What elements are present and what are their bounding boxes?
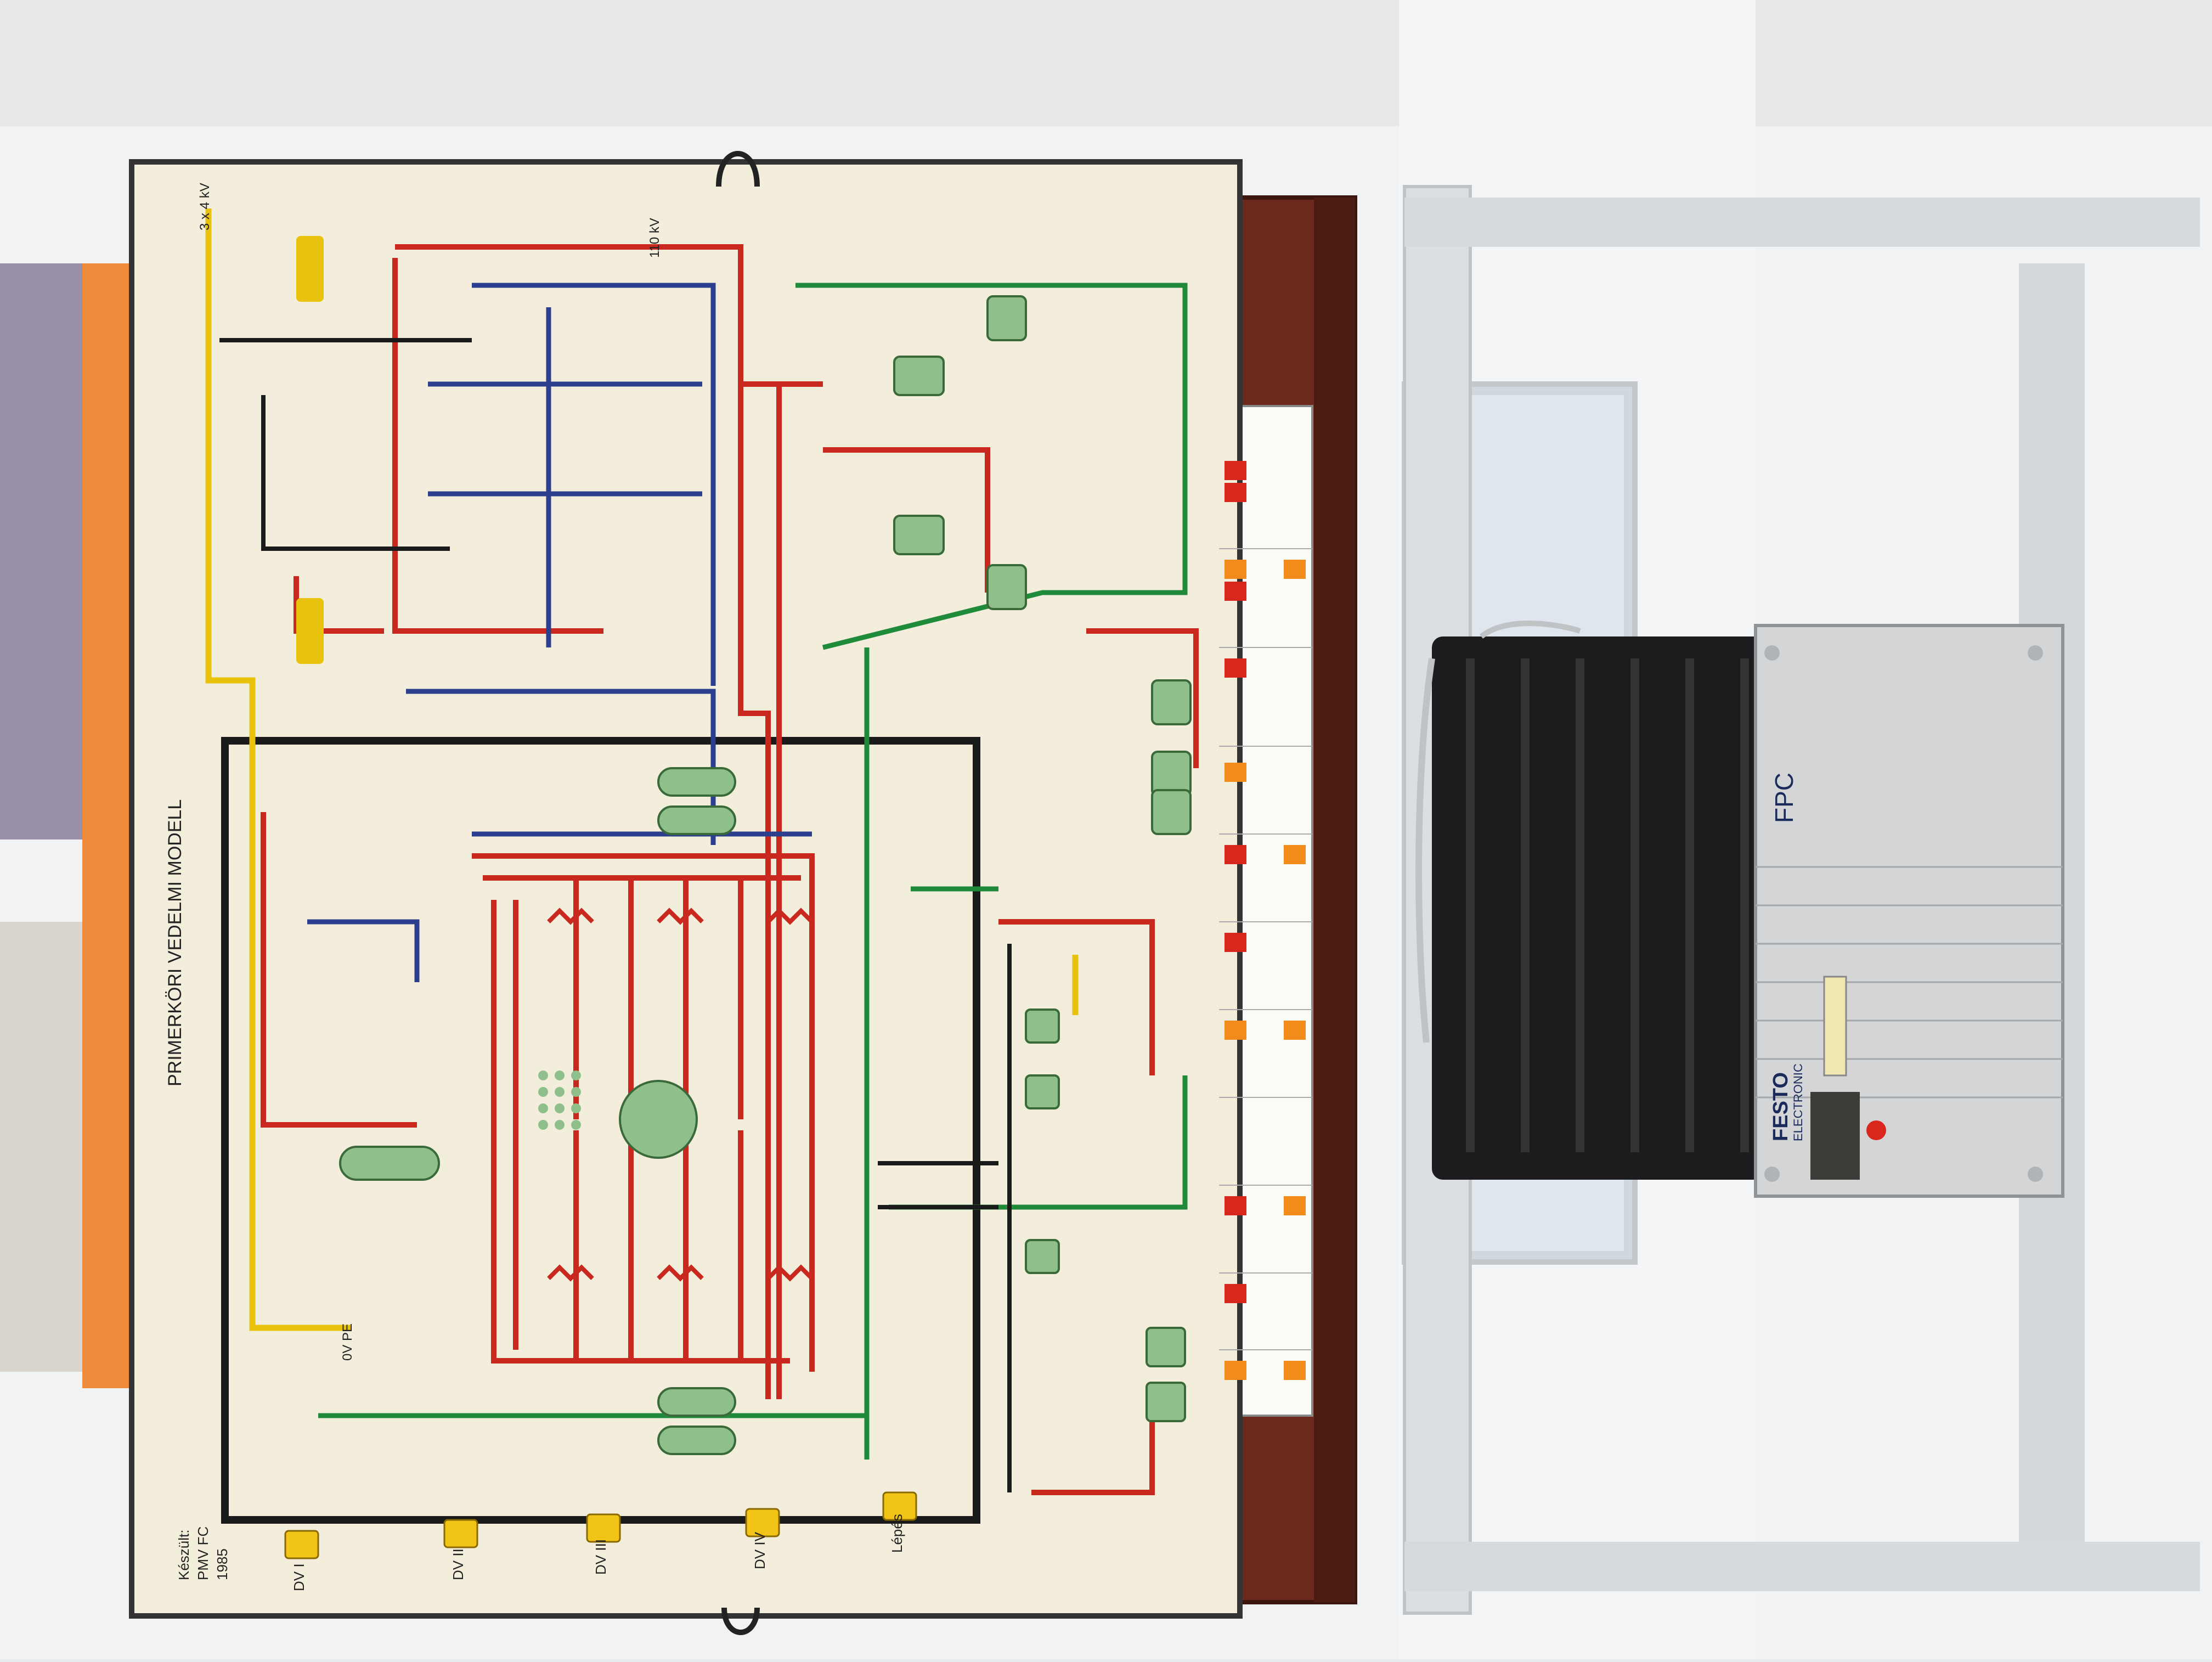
board-footer-line-3: 1985	[214, 1548, 230, 1580]
rack-brand: FESTO	[1769, 1072, 1792, 1141]
signal-label-1: 3 x 4 kV	[198, 183, 212, 230]
button-label-dv-3[interactable]: DV III	[592, 1539, 609, 1575]
button-label-dv-2[interactable]: DV II	[450, 1548, 466, 1580]
board-footer-line-2: PMV FC	[195, 1526, 211, 1580]
board-footer-line-1: Készült:	[176, 1529, 192, 1581]
signal-label-3: 0V PE	[340, 1323, 355, 1361]
rack-sub-brand: ELECTRONIC	[1791, 1063, 1805, 1141]
button-label-dv-4[interactable]: DV IV	[752, 1532, 768, 1569]
button-label-dv-1[interactable]: DV I	[291, 1563, 307, 1591]
button-label-step[interactable]: Lépés	[889, 1514, 905, 1553]
rack-controller-label: FPC	[1770, 773, 1798, 823]
board-title: PRIMERKÖRI VEDELMI MODELL	[165, 799, 185, 1086]
signal-label-2: 110 kV	[647, 218, 662, 258]
